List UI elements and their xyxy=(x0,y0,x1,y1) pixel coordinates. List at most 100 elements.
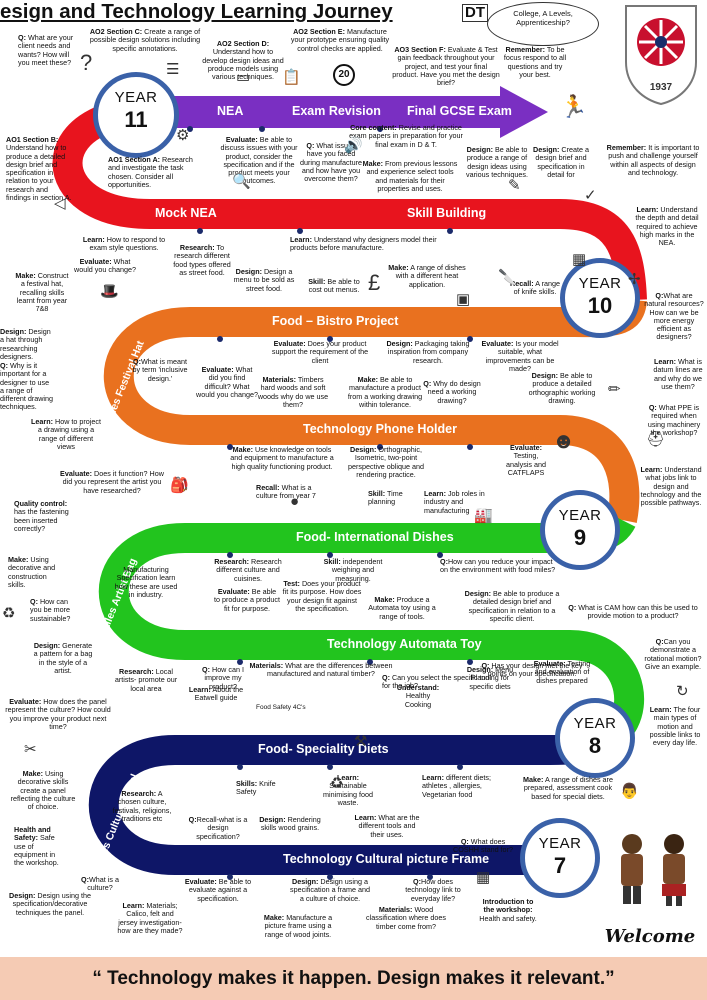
question-icon: ? xyxy=(80,50,93,75)
note-project-drawing: Learn: How to project a drawing using a … xyxy=(31,417,101,451)
note-special-diets: Make: A range of dishes are prepared, as… xyxy=(523,775,613,801)
note-evaluate-issues: Evaluate: Be able to discuss issues with… xyxy=(220,135,298,186)
note-improve-product: Q: How can I improve my product? xyxy=(202,665,244,691)
note-food-safety: Food Safety 4C's xyxy=(256,704,306,711)
year-number: 10 xyxy=(587,293,613,318)
hat-icon: 🎩 xyxy=(100,283,119,300)
year-10-circle: YEAR 10 xyxy=(560,258,640,338)
note-healthy-cooking: Understand: Healthy Cooking xyxy=(396,683,440,709)
note-client-needs: Q: What are your client needs and wants?… xyxy=(18,33,74,67)
note-design-hat: Design: Design a hat through researching… xyxy=(0,327,51,361)
band-label-speciality: Food- Speciality Diets xyxy=(258,742,389,756)
quote-banner: “ Technology makes it happen. Design mak… xyxy=(0,957,707,1000)
note-inclusive-design: Q:What is meant by term 'inclusive desig… xyxy=(132,357,188,383)
note-decorative-construction: Make: Using decorative and construction … xyxy=(8,555,56,589)
note-timbers: Materials: Timbers hard woods and soft w… xyxy=(257,375,329,409)
note-orthographic: Design: Be able to produce a detailed or… xyxy=(528,371,596,405)
note-model-suitable: Evaluate: Is your model suitable, what i… xyxy=(481,339,559,373)
note-cam: Q: What is CAM how can this be used to p… xyxy=(568,603,698,621)
college-thought-bubble: College, A Levels, Apprenticeship? xyxy=(487,2,599,46)
note-detailed-brief: Design: Be able to produce a detailed de… xyxy=(464,589,560,623)
frame-icon: ▦ xyxy=(476,869,491,886)
milestone-dot xyxy=(377,126,383,132)
note-decorative-panel: Make: Using decorative skills create a p… xyxy=(10,769,76,812)
year-number: 9 xyxy=(573,525,587,550)
note-heat-application: Make: A range of dishes with a different… xyxy=(388,263,466,289)
chef-icon: 👨 xyxy=(620,783,639,800)
note-evaluate-dishes: Evaluate: Testing and evaluation of dish… xyxy=(533,659,591,685)
band-label-picture-frame: Technology Cultural picture Frame xyxy=(283,852,490,866)
milestone-dot xyxy=(427,874,433,880)
note-different-diets: Learn: different diets; athletes , aller… xyxy=(422,773,491,799)
globe-icon: ♻ xyxy=(330,775,344,792)
band-label-skill-building: Skill Building xyxy=(407,206,487,220)
crate-icon: ▦ xyxy=(572,251,587,268)
note-bag-pattern: Design: Generate a pattern for a bag in … xyxy=(33,641,93,675)
magnifier-icon: 🔍 xyxy=(232,173,251,190)
note-cost-menus: Skill: Be able to cost out menus. xyxy=(308,277,360,295)
milestone-dot xyxy=(187,126,193,132)
note-timber-difference: Materials: What are the differences betw… xyxy=(249,661,393,679)
note-catflaps: Evaluate: Testing, analysis and CATFLAPS xyxy=(506,443,546,477)
note-weighing: Skill: independent weighing and measurin… xyxy=(323,557,383,583)
note-ao1-b: AO1 Section B: Understand how to produce… xyxy=(6,135,72,203)
quote-text: “ Technology makes it happen. Design mak… xyxy=(92,967,615,989)
note-jobs-pathways: Learn: Understand what jobs link to desi… xyxy=(640,465,702,508)
band-label-phone-holder: Technology Phone Holder xyxy=(303,422,457,436)
person-icon: ◁ xyxy=(54,195,66,212)
note-recall-culture: Recall: What is a culture from year 7 xyxy=(256,483,316,501)
note-key-points: Q: Has your design met the key points on… xyxy=(481,661,583,679)
sewing-icon: ✂ xyxy=(24,741,37,758)
note-ao2-c: AO2 Section C: Create a range of possibl… xyxy=(89,27,201,53)
note-core-content: Core content: Revise and practice exam p… xyxy=(349,123,463,149)
factory-icon: 🏭 xyxy=(474,507,493,524)
note-knife-skills: Recall: A range of knife skills. xyxy=(510,279,560,297)
note-nea-depth: Learn: Understand the depth and detail r… xyxy=(635,205,699,248)
note-make-hat: Make: Construct a festival hat, recallin… xyxy=(15,271,69,314)
milestone-dot xyxy=(457,764,463,770)
note-four-motion: Learn: The four main types of motion and… xyxy=(649,705,701,748)
note-tech-everyday: Q:How does technology link to everyday l… xyxy=(405,877,461,903)
band-label-bistro: Food – Bistro Project xyxy=(272,314,399,328)
band-label-international: Food- International Dishes xyxy=(296,530,454,544)
note-food-waste: Learn: Sustainable minimising food waste… xyxy=(323,773,373,807)
note-different-tools: Learn: What are the different tools and … xyxy=(354,813,420,839)
recycle-icon: ♻ xyxy=(2,605,16,622)
note-use-knowledge: Make: Use knowledge on tools and equipme… xyxy=(230,445,334,471)
note-calico: Learn: Materials; Calico, felt and jerse… xyxy=(117,901,183,935)
runner-icon: 🏃 xyxy=(560,94,588,119)
exam-countdown-icon: 20 xyxy=(333,64,355,86)
note-ao3-f: AO3 Section F: Evaluate & Test gain feed… xyxy=(392,45,500,88)
welcome-text: Welcome xyxy=(604,926,696,947)
milestone-dot xyxy=(237,659,243,665)
clipboard-icon: 📋 xyxy=(282,69,301,86)
milestone-dot xyxy=(259,126,265,132)
milestone-dot xyxy=(327,764,333,770)
bag-icon: 🎒 xyxy=(170,477,189,494)
milestone-dot xyxy=(447,228,453,234)
gears-icon: ⚙ xyxy=(176,127,190,144)
countdown-number: 20 xyxy=(338,69,350,80)
knife-icon: 🔪 xyxy=(498,269,517,286)
milestone-dot xyxy=(227,444,233,450)
note-evaluate-spec: Evaluate: Be able to evaluate against a … xyxy=(184,877,252,903)
note-intro-workshop: Introduction to the workshop: Health and… xyxy=(479,897,537,923)
note-research-culture: Research: A chosen culture, festivals, r… xyxy=(112,789,172,823)
year-number: 7 xyxy=(553,853,567,878)
planet-icon: ● xyxy=(290,493,300,510)
school-crest-icon xyxy=(625,5,697,106)
band-red xyxy=(52,97,647,301)
note-design-ideas: Design: Be able to produce a range of de… xyxy=(466,145,528,179)
note-sustainable: Q: How can you be more sustainable? xyxy=(30,597,71,623)
note-working-drawing: Q: Why do design need a working drawing? xyxy=(423,379,481,405)
note-datum-lines: Learn: What is datum lines are and why d… xyxy=(653,357,703,391)
list-icon: ☰ xyxy=(166,61,180,78)
note-what-change: Evaluate: What would you change? xyxy=(74,257,136,275)
year-label: YEAR xyxy=(558,507,602,524)
note-research-cuisines: Research: Research different culture and… xyxy=(214,557,282,583)
band-orange xyxy=(103,297,647,523)
milestone-dot xyxy=(197,228,203,234)
note-quality-control: Quality control: has the fastening been … xyxy=(14,499,69,533)
shield-icon: ✏ xyxy=(608,381,621,398)
